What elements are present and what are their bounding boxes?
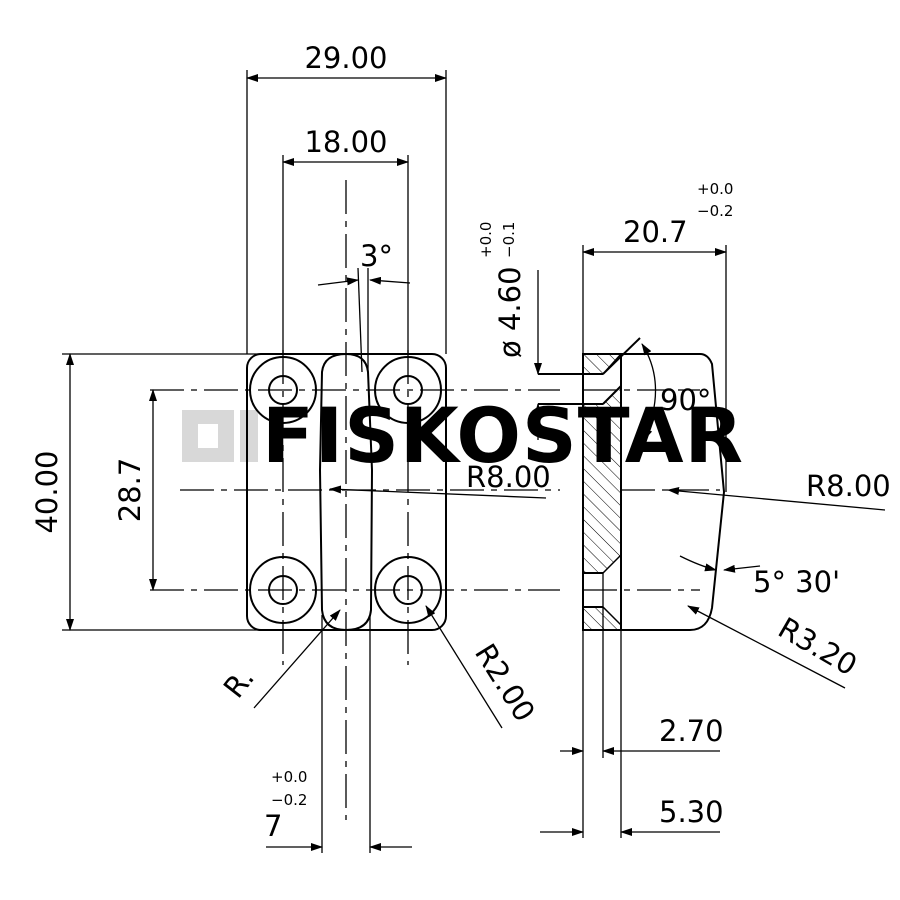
side-countersink-a bbox=[602, 337, 641, 375]
dim-slot-tol-lower: −0.2 bbox=[271, 791, 307, 809]
side-view: 20.7 +0.0 −0.2 ø 4.60 +0.0 −0.1 90° R8.0… bbox=[477, 180, 891, 838]
dim-thickness-tol-lower: −0.2 bbox=[697, 202, 733, 220]
leader-r-slot bbox=[253, 609, 341, 709]
dim-radius-corner: R3.20 bbox=[773, 611, 863, 683]
dim-angle: 3° bbox=[360, 239, 393, 273]
dim-depth-small: 2.70 bbox=[659, 714, 724, 748]
dim-hole-spacing: 18.00 bbox=[304, 125, 387, 159]
dim-slot-width: 7 bbox=[264, 809, 282, 843]
dim-radius-slot: R. bbox=[217, 661, 261, 704]
dim-radius-center: R8.00 bbox=[466, 460, 551, 494]
dim-draft-angle: 5° 30' bbox=[753, 565, 840, 599]
side-hatch-upper bbox=[582, 353, 623, 375]
angle-5-30-dim bbox=[723, 564, 761, 573]
dim-hole-vertical-spacing: 28.7 bbox=[113, 458, 147, 523]
side-hatch-lower bbox=[582, 606, 622, 631]
watermark-logo-bar bbox=[240, 410, 258, 462]
side-countersink-b bbox=[602, 385, 622, 405]
leader-r3-2 bbox=[687, 605, 846, 689]
dim-slot-tol-upper: +0.0 bbox=[271, 768, 307, 786]
dim-width: 29.00 bbox=[304, 41, 387, 75]
dim-hole-tol-lower: −0.1 bbox=[500, 222, 518, 258]
dim-countersink-angle: 90° bbox=[660, 383, 711, 417]
dim-depth-large: 5.30 bbox=[659, 795, 724, 829]
arc-5-30 bbox=[679, 555, 717, 572]
dim-hole-tol-upper: +0.0 bbox=[477, 222, 495, 258]
side-hatch-main bbox=[582, 384, 622, 574]
side-outline bbox=[582, 353, 726, 631]
leader-r8-face bbox=[667, 487, 886, 511]
leader-r2 bbox=[425, 605, 503, 729]
dim-radius-hole: R2.00 bbox=[468, 638, 542, 728]
watermark: FISKOSTAR bbox=[182, 391, 744, 480]
angle-dim-right bbox=[369, 276, 411, 285]
dim-thickness-tol-upper: +0.0 bbox=[697, 180, 733, 198]
dim-hole-diameter: ø 4.60 bbox=[493, 266, 527, 358]
watermark-logo-hole bbox=[198, 424, 218, 448]
angle-dim-left bbox=[317, 277, 359, 286]
dim-radius-face: R8.00 bbox=[806, 469, 891, 503]
front-slot bbox=[318, 352, 374, 632]
watermark-text: FISKOSTAR bbox=[262, 391, 744, 480]
dim-height: 40.00 bbox=[30, 450, 64, 533]
dim-thickness: 20.7 bbox=[623, 215, 688, 249]
arc-90 bbox=[641, 343, 657, 441]
leader-r8-center bbox=[329, 485, 547, 499]
